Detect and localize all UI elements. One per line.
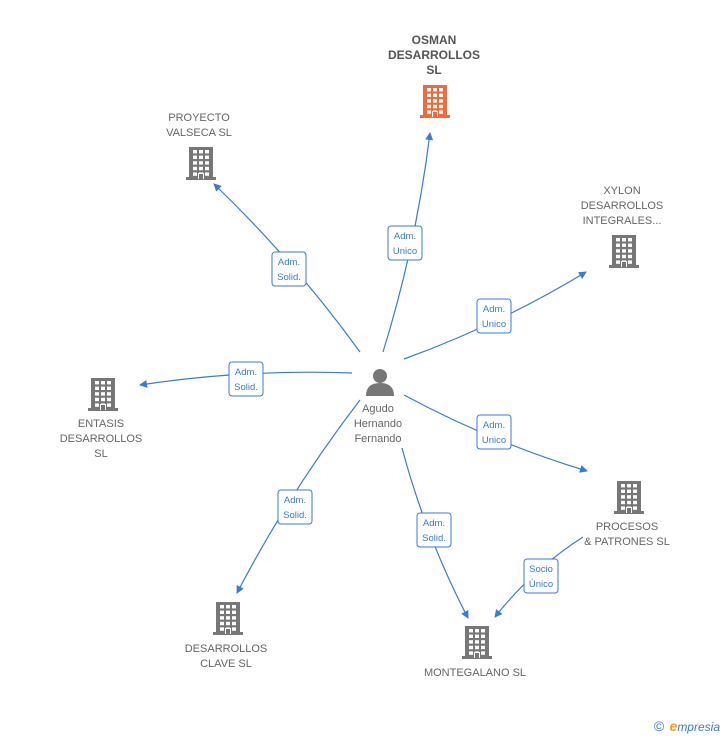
edge-label-center-montegalano[interactable]: Adm. Solid. [416,512,452,548]
copyright-symbol: © [653,718,665,734]
footer-brand[interactable]: © empresia [654,718,720,734]
edge-label-text: Socio [529,564,553,575]
node-label-line: CLAVE SL [200,658,252,670]
edges-layer [139,132,588,619]
edge-label-text: Unico [393,246,417,257]
node-label: DESARROLLOS CLAVE SL [185,643,268,670]
edge-labels-layer: Adm.UnicoAdm.Solid.Adm.UnicoAdm.Solid.Ad… [228,225,559,594]
building-icon [213,602,243,635]
company-node-xylon[interactable]: XYLON DESARROLLOS INTEGRALES... [581,185,664,268]
company-node-entasis[interactable]: ENTASIS DESARROLLOS SL [60,378,143,460]
edge-label-box [416,512,452,548]
edge-label-center-procesos[interactable]: Adm. Unico [476,414,512,450]
node-label-line: VALSECA SL [166,127,232,139]
node-label-line: MONTEGALANO SL [424,667,526,679]
edge-label-box [228,361,264,397]
node-label: PROCESOS & PATRONES SL [584,521,670,548]
edge-label-text: Adm. [394,231,416,242]
edge-label-box [387,225,423,261]
node-label: MONTEGALANO SL [424,667,526,679]
building-icon [462,626,492,659]
edge-label-center-osman[interactable]: Adm. Unico [387,225,423,261]
edge-label-box [271,251,307,287]
building-icon [614,481,644,514]
brand-name: mpresia [677,720,720,734]
node-label-line: DESARROLLOS [185,643,268,655]
edge-label-text: Adm. [483,304,505,315]
company-node-procesos[interactable]: PROCESOS & PATRONES SL [584,481,670,548]
company-node-clave[interactable]: DESARROLLOS CLAVE SL [185,602,268,670]
node-label-line: INTEGRALES... [583,215,662,227]
node-label-line: & PATRONES SL [584,536,670,548]
edge-label-text: Adm. [235,367,257,378]
node-label-line: PROYECTO [168,112,230,124]
edge-label-box [277,489,313,525]
edge-label-text: Adm. [423,518,445,529]
node-label: ENTASIS DESARROLLOS SL [60,418,143,460]
edge-label-text: Solid. [283,510,307,521]
node-label-line: Fernando [354,433,401,445]
building-icon [88,378,118,411]
edge-label-box [523,558,559,594]
node-label-line: Hernando [354,418,402,430]
edge-label-center-entasis[interactable]: Adm. Solid. [228,361,264,397]
building-icon [609,235,639,268]
company-node-proyecto[interactable]: PROYECTO VALSECA SL [166,112,232,180]
edge-label-text: Unico [482,319,506,330]
edge-label-center-xylon[interactable]: Adm. Unico [476,298,512,334]
node-label-line: XYLON [603,185,640,197]
edge-label-text: Único [529,579,553,590]
edge-label-text: Solid. [234,382,258,393]
node-label-line: DESARROLLOS [581,200,664,212]
node-label-line: Agudo [362,403,394,415]
edge-label-text: Solid. [277,272,301,283]
node-label: XYLON DESARROLLOS INTEGRALES... [581,185,664,227]
edge-label-text: Unico [482,435,506,446]
node-label-line: OSMAN [412,33,457,47]
edge-label-box [476,414,512,450]
node-label-line: ENTASIS [78,418,124,430]
edge-label-box [476,298,512,334]
edge-label-center-proyecto[interactable]: Adm. Solid. [271,251,307,287]
company-node-montegalano[interactable]: MONTEGALANO SL [424,626,526,679]
node-label: PROYECTO VALSECA SL [166,112,232,139]
person-icon [366,369,394,396]
edge-label-text: Solid. [422,533,446,544]
node-label-line: SL [94,448,107,460]
edge-label-text: Adm. [284,495,306,506]
brand-logo-letter: e [669,718,678,734]
edge-label-text: Adm. [483,420,505,431]
nodes-layer: AgudoHernandoFernandoOSMANDESARROLLOSSLP… [60,33,670,679]
building-icon [186,147,216,180]
node-label-line: PROCESOS [596,521,658,533]
node-label-line: DESARROLLOS [388,48,480,62]
edge-label-center-clave[interactable]: Adm. Solid. [277,489,313,525]
edge-label-text: Adm. [278,257,300,268]
node-label-line: SL [426,63,441,77]
building-icon [420,85,450,118]
node-label-line: DESARROLLOS [60,433,143,445]
